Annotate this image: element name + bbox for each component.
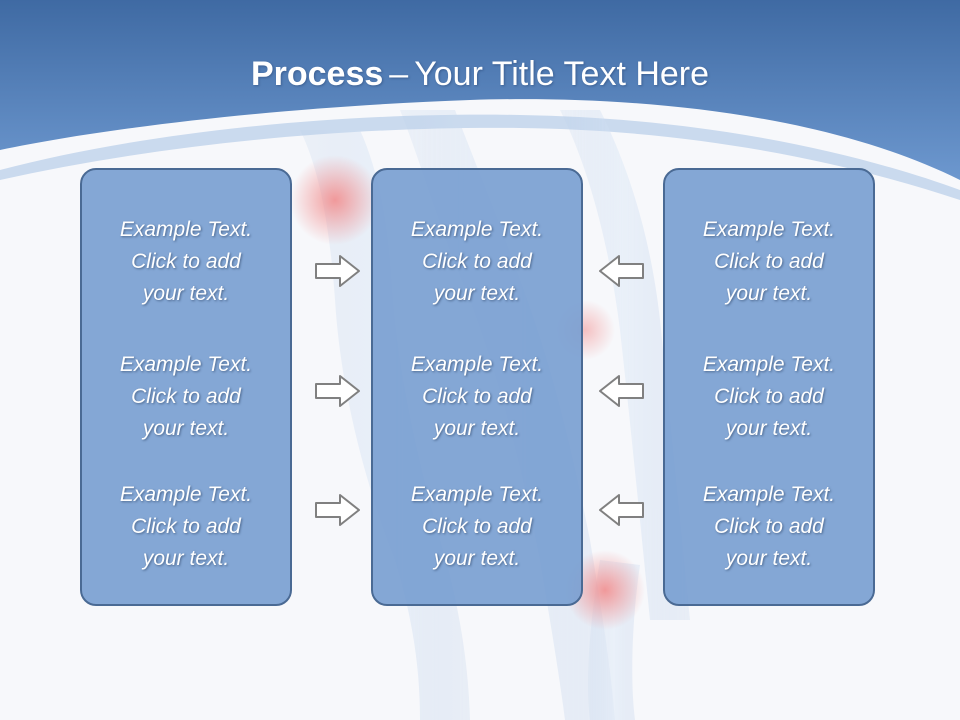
text-line: Click to add <box>422 515 532 538</box>
text-line: your text. <box>433 547 521 570</box>
text-line: your text. <box>725 282 813 305</box>
title-bold: Process <box>250 55 384 93</box>
text-placeholder[interactable]: Example Text. Click to add your text. <box>82 479 290 575</box>
title-separator: – <box>389 55 409 93</box>
text-line: Example Text. <box>410 483 544 506</box>
text-line: your text. <box>725 547 813 570</box>
arrow-left-icon[interactable] <box>597 253 645 289</box>
text-line: Example Text. <box>119 483 253 506</box>
text-line: Example Text. <box>702 353 836 376</box>
arrow-right-icon[interactable] <box>314 492 362 528</box>
text-placeholder[interactable]: Example Text. Click to add your text. <box>373 214 581 310</box>
text-line: Example Text. <box>410 353 544 376</box>
text-line: your text. <box>433 417 521 440</box>
text-line: Click to add <box>714 385 824 408</box>
text-placeholder[interactable]: Example Text. Click to add your text. <box>665 349 873 445</box>
arrow-right-icon[interactable] <box>314 253 362 289</box>
text-placeholder[interactable]: Example Text. Click to add your text. <box>665 479 873 575</box>
header-band <box>0 0 960 180</box>
text-line: Example Text. <box>410 218 544 241</box>
process-panel-left[interactable]: Example Text. Click to add your text. Ex… <box>80 168 292 606</box>
text-line: your text. <box>433 282 521 305</box>
text-line: Click to add <box>131 515 241 538</box>
text-line: Example Text. <box>702 218 836 241</box>
text-line: Example Text. <box>702 483 836 506</box>
process-panel-right[interactable]: Example Text. Click to add your text. Ex… <box>663 168 875 606</box>
knee-highlight-left <box>290 155 380 245</box>
text-line: your text. <box>142 417 230 440</box>
text-line: Click to add <box>714 250 824 273</box>
arrow-right-icon[interactable] <box>314 373 362 409</box>
text-line: Click to add <box>131 250 241 273</box>
text-placeholder[interactable]: Example Text. Click to add your text. <box>82 214 290 310</box>
page-title[interactable]: Process–Your Title Text Here <box>0 52 960 96</box>
text-line: your text. <box>142 547 230 570</box>
text-line: Click to add <box>131 385 241 408</box>
process-panel-middle[interactable]: Example Text. Click to add your text. Ex… <box>371 168 583 606</box>
text-placeholder[interactable]: Example Text. Click to add your text. <box>82 349 290 445</box>
header-swoosh <box>0 114 960 200</box>
ankle-highlight <box>565 550 645 630</box>
text-placeholder[interactable]: Example Text. Click to add your text. <box>373 349 581 445</box>
text-line: your text. <box>725 417 813 440</box>
text-placeholder[interactable]: Example Text. Click to add your text. <box>665 214 873 310</box>
text-line: Click to add <box>714 515 824 538</box>
text-line: Example Text. <box>119 353 253 376</box>
title-text: Your Title Text Here <box>414 55 710 93</box>
text-line: Click to add <box>422 385 532 408</box>
text-line: your text. <box>142 282 230 305</box>
text-placeholder[interactable]: Example Text. Click to add your text. <box>373 479 581 575</box>
arrow-left-icon[interactable] <box>597 373 645 409</box>
text-line: Click to add <box>422 250 532 273</box>
arrow-left-icon[interactable] <box>597 492 645 528</box>
text-line: Example Text. <box>119 218 253 241</box>
